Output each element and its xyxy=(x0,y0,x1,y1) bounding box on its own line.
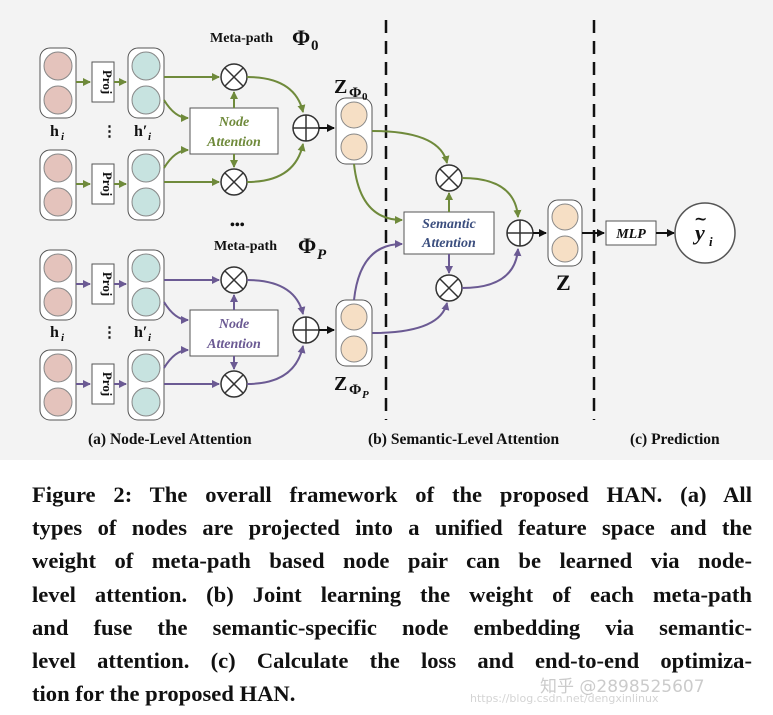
z-phi0-subsub: 0 xyxy=(362,91,368,103)
z-phiP-label: Z xyxy=(334,373,347,395)
h-i-label: h xyxy=(50,123,59,140)
proj-box-top-1: Proj xyxy=(91,61,115,103)
caption-line: types of nodes are projected into a unif… xyxy=(32,515,752,541)
caption-line: Figure 2: The overall framework of the p… xyxy=(32,482,752,507)
caption-line: weight of meta-path based node pair can … xyxy=(32,548,752,574)
node-stack-top-1 xyxy=(39,47,77,119)
sum-icon xyxy=(506,219,534,247)
embed-stack-top-2 xyxy=(127,149,165,221)
tilde-icon: ~ xyxy=(694,209,707,228)
multiply-icon xyxy=(220,370,248,398)
semantic-attention-box: Semantic Attention xyxy=(403,211,495,255)
y-hat-label: y xyxy=(692,220,705,245)
z-phi0-sub: Φ xyxy=(349,85,361,101)
metapath-bottom-label: Meta-path xyxy=(214,239,277,254)
multiply-icon xyxy=(220,63,248,91)
embed-stack-bottom-2 xyxy=(127,349,165,421)
proj-label: Proj xyxy=(100,70,115,94)
proj-label: Proj xyxy=(100,272,115,296)
multiply-icon xyxy=(435,274,463,302)
y-sub: i xyxy=(709,234,713,249)
mlp-label: MLP xyxy=(615,227,646,242)
z-phiP-sub: Φ xyxy=(349,382,361,398)
h-i-sub: i xyxy=(61,332,65,344)
proj-box-top-2: Proj xyxy=(91,163,115,205)
proj-label: Proj xyxy=(100,372,115,396)
sum-icon xyxy=(292,114,320,142)
proj-box-bottom-1: Proj xyxy=(91,263,115,305)
h-i-prime-label: h′ xyxy=(134,123,147,140)
dots-vertical: ⋮ xyxy=(102,325,117,341)
proj-label: Proj xyxy=(100,172,115,196)
multiply-icon xyxy=(435,164,463,192)
phi0-symbol: Φ xyxy=(292,25,310,50)
z-final-stack xyxy=(547,199,583,267)
sum-icon xyxy=(292,316,320,344)
h-i-prime-sub: i xyxy=(148,332,152,344)
figure-diagram: Proj h i ⋮ h′ i Proj Meta-path Φ 0 xyxy=(39,20,736,448)
semantic-attention-line2: Attention xyxy=(421,236,476,251)
z-phi0-stack xyxy=(335,97,373,165)
z-final-label: Z xyxy=(556,270,571,295)
mlp-box: MLP xyxy=(605,220,657,246)
embed-stack-top-1 xyxy=(127,47,165,119)
phi0-sub: 0 xyxy=(311,38,319,54)
node-attention-box-top: Node Attention xyxy=(189,107,279,155)
node-attention-line1: Node xyxy=(218,317,249,332)
multiply-icon xyxy=(220,168,248,196)
node-attention-line1: Node xyxy=(218,115,249,130)
caption-line: level attention. (c) Calculate the loss … xyxy=(32,648,752,674)
prediction-node: y ~ i xyxy=(674,202,736,264)
multiply-icon xyxy=(220,266,248,294)
figure-caption: Figure 2: The overall framework of the p… xyxy=(32,478,752,710)
section-c-label: (c) Prediction xyxy=(630,431,720,448)
section-b-label: (b) Semantic-Level Attention xyxy=(368,431,560,448)
embed-stack-bottom-1 xyxy=(127,249,165,321)
node-attention-line2: Attention xyxy=(206,135,261,150)
node-attention-box-bottom: Node Attention xyxy=(189,309,279,357)
proj-box-bottom-2: Proj xyxy=(91,363,115,405)
watermark: 知乎 @2898525607 xyxy=(540,677,705,697)
group-ellipsis: ••• xyxy=(230,218,245,233)
han-framework-figure: Proj h i ⋮ h′ i Proj Meta-path Φ 0 xyxy=(0,0,773,460)
z-phiP-subsub: P xyxy=(362,389,369,401)
caption-line: level attention. (b) Joint learning the … xyxy=(32,581,752,607)
node-attention-line2: Attention xyxy=(206,337,261,352)
node-stack-bottom-2 xyxy=(39,349,77,421)
node-stack-bottom-1 xyxy=(39,249,77,321)
z-phiP-stack xyxy=(335,299,373,367)
h-i-sub: i xyxy=(61,131,65,143)
phiP-sub: P xyxy=(317,247,327,263)
semantic-attention-line1: Semantic xyxy=(422,217,476,232)
dots-vertical: ⋮ xyxy=(102,124,117,140)
caption-line: and fuse the semantic-specific node embe… xyxy=(32,614,752,640)
h-i-prime-label: h′ xyxy=(134,324,147,341)
watermark-url: https://blog.csdn.net/dengxinlinux xyxy=(470,692,659,705)
h-i-prime-sub: i xyxy=(148,131,152,143)
section-a-label: (a) Node-Level Attention xyxy=(88,431,252,448)
metapath-top-label: Meta-path xyxy=(210,31,273,46)
z-phi0-label: Z xyxy=(334,76,347,98)
phiP-symbol: Φ xyxy=(298,233,316,258)
node-stack-top-2 xyxy=(39,149,77,221)
h-i-label: h xyxy=(50,324,59,341)
caption-line: tion for the proposed HAN. xyxy=(32,681,296,707)
